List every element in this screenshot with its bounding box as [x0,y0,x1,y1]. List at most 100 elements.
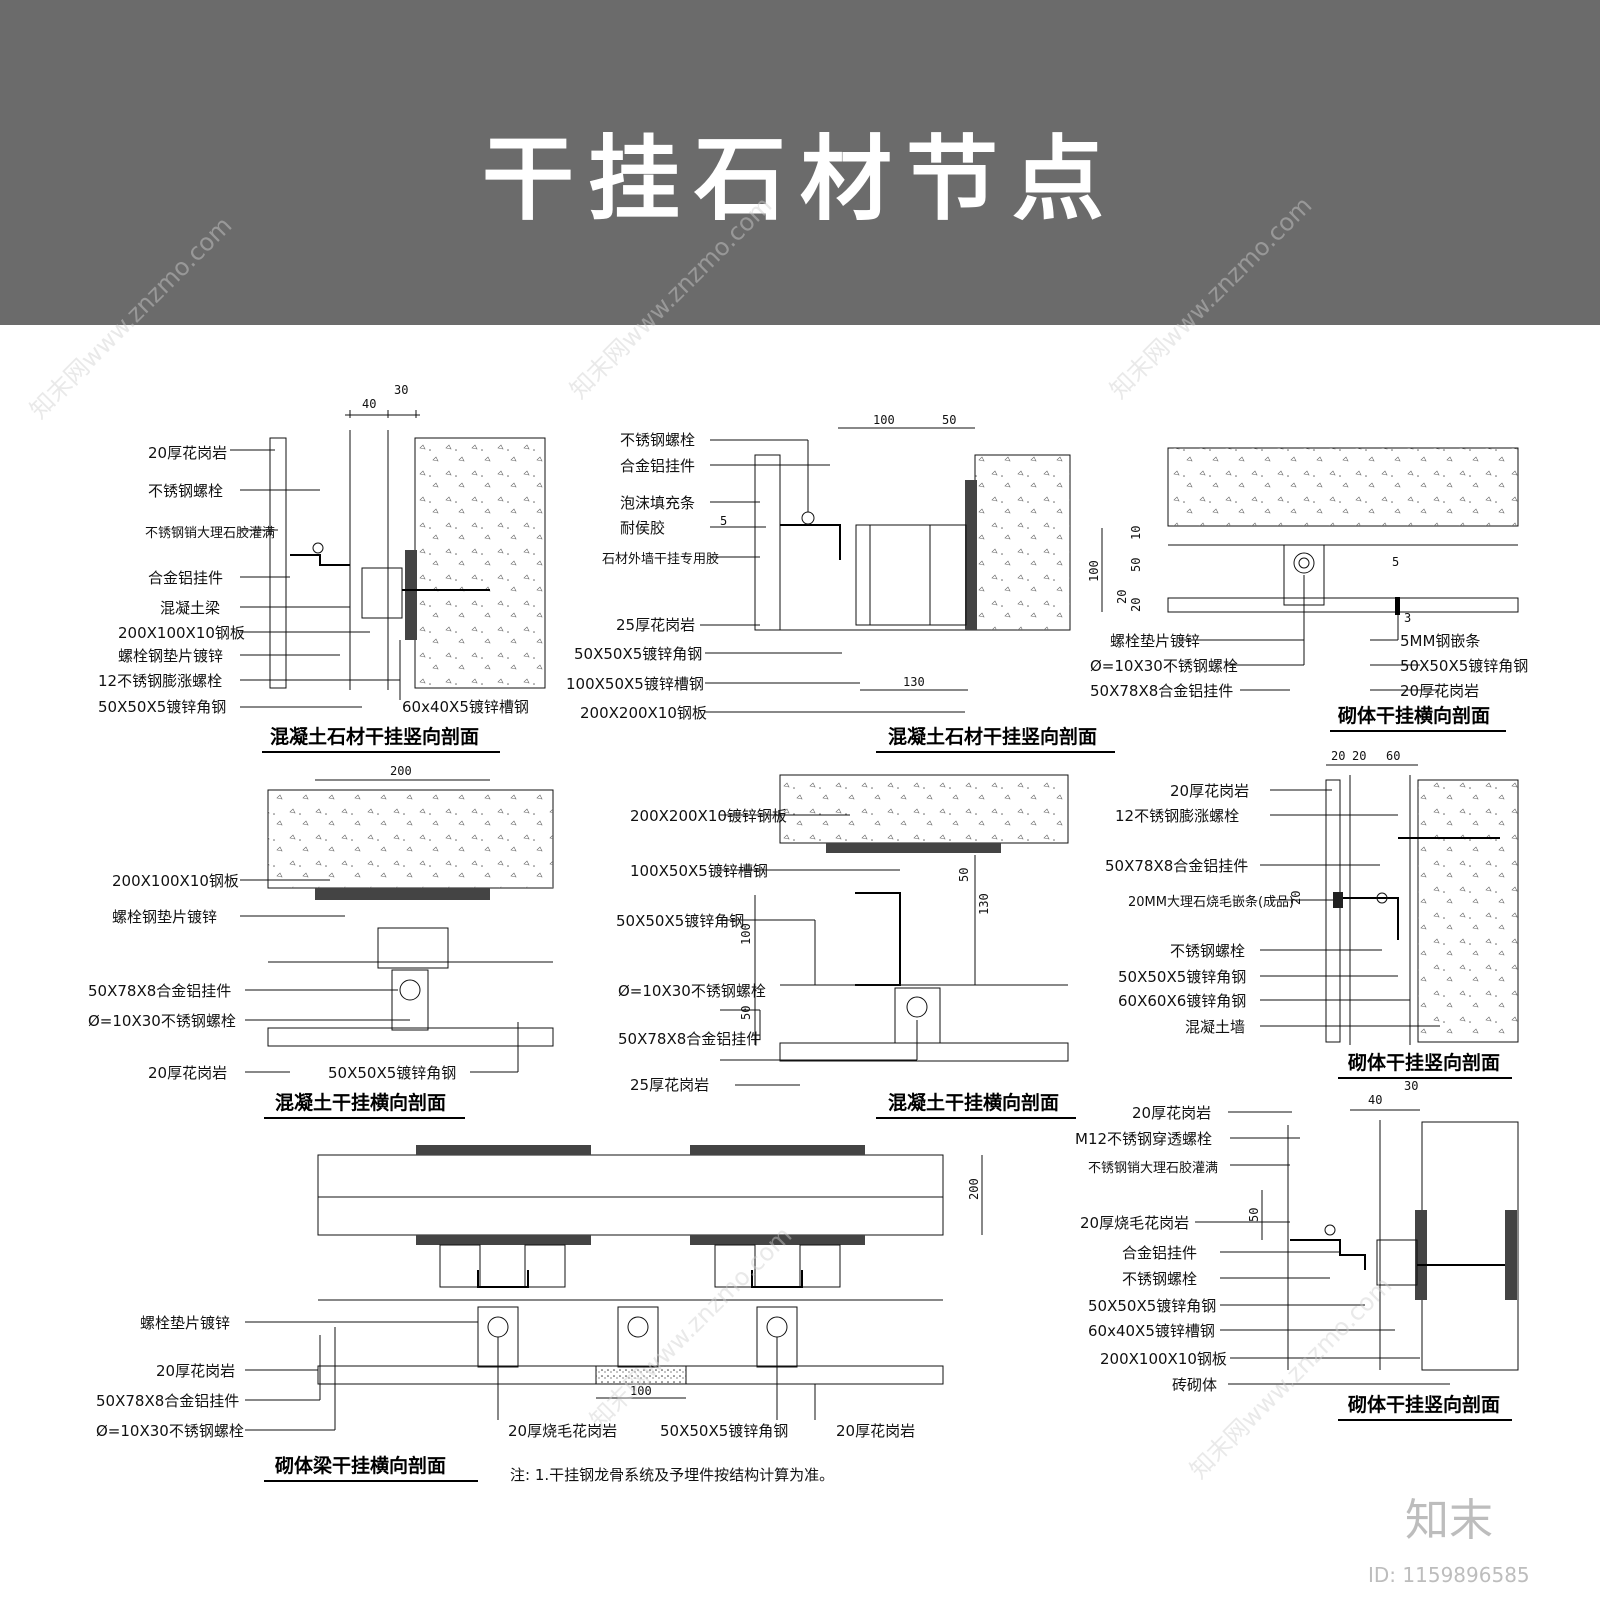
callout-label: 20厚烧毛花岗岩 [1080,1214,1189,1232]
callout-label: Ø=10X30不锈钢螺栓 [618,982,766,1000]
callout-label: 50X50X5镀锌角钢 [574,645,702,663]
callout-label: 螺栓钢垫片镀锌 [112,908,217,926]
dim-label: 50 [739,1006,753,1020]
callout-label: 50X50X5镀锌角钢 [660,1422,788,1440]
callout-label: 50X78X8合金铝挂件 [88,982,231,1000]
detail-title: 砌体干挂横向剖面 [1337,704,1490,727]
detail-masonry-vertical-section-1: 20 20 60 20 20厚花岗岩 12不锈钢膨涨螺栓 50X78X8合金铝挂… [1105,749,1519,1079]
callout-label: 50X50X5镀锌角钢 [328,1064,456,1082]
callout-label: 50X50X5镀锌角钢 [98,698,226,716]
detail-title: 砌体干挂竖向剖面 [1347,1051,1500,1074]
dim-label: 50 [942,413,956,427]
dim-label: 20 [1289,891,1303,905]
detail-title: 混凝土石材干挂竖向剖面 [270,725,479,748]
callout-label: 60x40X5镀锌槽钢 [402,698,529,716]
callout-label: 60X60X6镀锌角钢 [1118,992,1246,1010]
detail-title: 混凝土石材干挂竖向剖面 [888,725,1097,748]
dim-label: 60 [1386,749,1400,763]
callout-label: M12不锈钢穿透螺栓 [1075,1130,1212,1148]
callout-label: 50X50X5镀锌角钢 [616,912,744,930]
callout-label: 50X50X5镀锌角钢 [1118,968,1246,986]
callout-label: 20厚花岗岩 [148,1064,227,1082]
callout-label: 耐侯胶 [620,519,665,537]
watermark-text: 知末网www.znzmo.com [1104,191,1317,404]
callout-label: Ø=10X30不锈钢螺栓 [1090,657,1238,675]
callout-label: 50X78X8合金铝挂件 [1090,682,1233,700]
callout-label: 20厚花岗岩 [1132,1104,1211,1122]
callout-label: 20厚烧毛花岗岩 [508,1422,617,1440]
brand-logo: 知末 [1405,1495,1493,1546]
callout-label: 泡沫填充条 [620,494,695,512]
dim-label: 10 [1129,526,1143,540]
dim-label: 5 [1392,555,1399,569]
callout-label: 200X100X10钢板 [118,624,245,642]
callout-label: 合金铝挂件 [620,457,695,475]
dim-label: 20 [1115,590,1129,604]
callout-label: 25厚花岗岩 [616,616,695,634]
callout-label: 50X50X5镀锌角钢 [1400,657,1528,675]
callout-label: 200X200X10镀锌钢板 [630,807,787,825]
detail-title: 砌体梁干挂横向剖面 [274,1454,446,1477]
callout-label: 20厚花岗岩 [156,1362,235,1380]
callout-label: 螺栓钢垫片镀锌 [118,647,223,665]
watermark-layer: 知末网www.znzmo.com 知末网www.znzmo.com 知末网www… [24,191,1397,1484]
dim-label: 30 [1404,1079,1418,1093]
callout-label: 100X50X5镀锌槽钢 [630,862,768,880]
callout-label: 合金铝挂件 [148,569,223,587]
dim-label: 5 [720,514,727,528]
callout-label: 20厚花岗岩 [1170,782,1249,800]
dim-label: 3 [1404,611,1411,625]
title-banner [0,0,1600,325]
callout-label: 不锈钢螺栓 [1170,942,1245,960]
callout-label: 不锈钢销大理石胶灌满 [1088,1160,1218,1176]
dim-label: 20 [1352,749,1366,763]
dim-label: 50 [1247,1208,1261,1222]
callout-label: 砖砌体 [1172,1376,1217,1394]
detail-title: 砌体干挂竖向剖面 [1347,1393,1500,1416]
detail-concrete-horizontal-section-1: 200 200X100X10钢板 螺栓钢垫片镀锌 50X78X8合金铝挂件 Ø=… [88,764,554,1119]
dim-label: 130 [977,893,991,915]
callout-label: 200X200X10钢板 [580,704,707,722]
dim-label: 100 [1087,560,1101,582]
watermark-text: 知末网www.znzmo.com [584,1221,797,1434]
callout-label: 5MM钢嵌条 [1400,632,1480,650]
callout-label: 不锈钢螺栓 [148,482,223,500]
detail-masonry-beam-horizontal-section: 200 100 螺栓垫片镀锌 20厚花岗岩 50X78X8合金铝挂件 Ø=10X… [96,1145,983,1484]
callout-label: 20MM大理石烧毛嵌条(成品) [1128,894,1294,910]
detail-concrete-vertical-section-1: 40 30 20厚花岗岩 不锈钢螺栓 不锈钢销大理石胶灌满 合金铝挂件 混凝土梁… [98,383,546,753]
callout-label: 200X100X10钢板 [1100,1350,1227,1368]
callout-label: 螺栓垫片镀锌 [1110,632,1200,650]
dim-label: 200 [390,764,412,778]
callout-label: 20厚花岗岩 [148,444,227,462]
callout-label: 合金铝挂件 [1122,1244,1197,1262]
callout-label: 不锈钢螺栓 [620,431,695,449]
callout-label: 100X50X5镀锌槽钢 [566,675,704,693]
callout-label: 50X78X8合金铝挂件 [618,1030,761,1048]
dim-label: 100 [630,1384,652,1398]
callout-label: 12不锈钢膨涨螺栓 [1115,807,1239,825]
detail-title: 混凝土干挂横向剖面 [888,1091,1059,1114]
dim-label: 50 [1129,558,1143,572]
detail-masonry-vertical-section-2: 40 30 50 20厚花岗岩 M12不锈钢穿透螺栓 不锈钢销大理石胶灌满 20… [1075,1079,1519,1421]
watermark-text: 知末网www.znzmo.com [24,211,237,424]
callout-label: 12不锈钢膨涨螺栓 [98,672,222,690]
callout-label: 混凝土墙 [1185,1018,1245,1036]
detail-concrete-horizontal-section-2: 50 130 100 50 200X200X10镀锌钢板 100X50X5镀锌槽… [616,774,1076,1119]
callout-label: 50X50X5镀锌角钢 [1088,1297,1216,1315]
detail-masonry-horizontal-section: 100 10 50 20 20 5 3 螺栓垫片镀锌 Ø=10X30不锈钢螺栓 … [1087,447,1528,732]
dim-label: 20 [1331,749,1345,763]
dim-label: 200 [967,1178,981,1200]
callout-label: 50X78X8合金铝挂件 [1105,857,1248,875]
callout-label: 50X78X8合金铝挂件 [96,1392,239,1410]
dim-label: 20 [1129,598,1143,612]
callout-label: 石材外墙干挂专用胶 [602,551,719,567]
detail-title: 混凝土干挂横向剖面 [275,1091,446,1114]
dim-label: 30 [394,383,408,397]
watermark-text: 知末网www.znzmo.com [564,191,777,404]
callout-label: 60x40X5镀锌槽钢 [1088,1322,1215,1340]
detail-concrete-vertical-section-2: 100 50 5 130 不锈钢螺栓 合金铝挂件 泡沫填充条 耐侯胶 石材外墙干… [566,413,1115,753]
callout-label: 螺栓垫片镀锌 [140,1314,230,1332]
dim-label: 40 [1368,1093,1382,1107]
dim-label: 50 [957,868,971,882]
